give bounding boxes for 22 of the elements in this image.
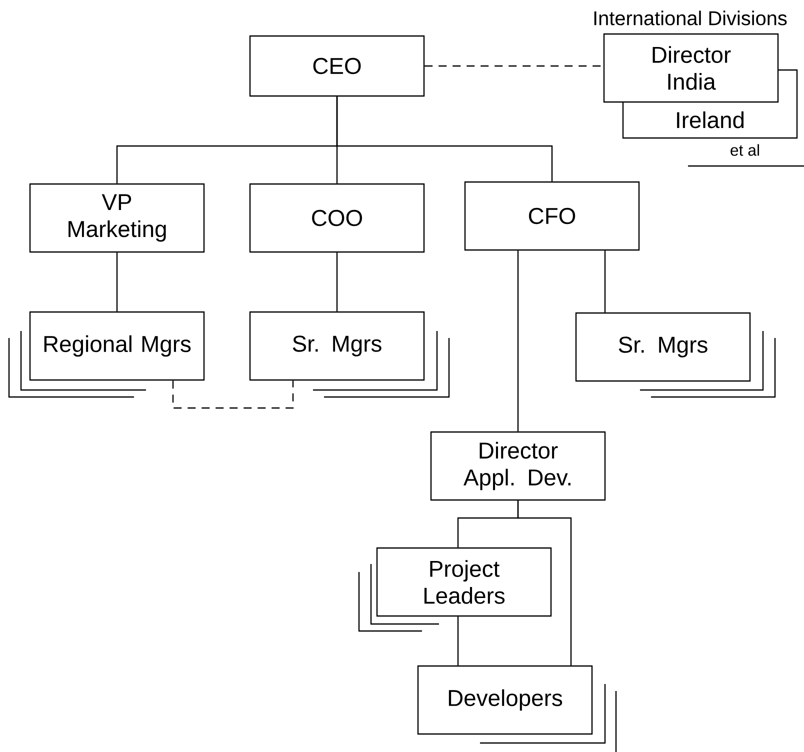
org-box: Project Leaders — [358, 547, 552, 632]
org-box: Director India — [603, 33, 779, 103]
org-box: CEO — [249, 35, 425, 97]
org-box: Director Appl. Dev. — [430, 431, 606, 501]
org-box: Developers — [417, 665, 617, 752]
org-box: Regional Mgrs — [8, 311, 205, 398]
org-box: Sr. Mgrs — [575, 312, 776, 398]
connector-line — [517, 250, 519, 432]
org-box: VP Marketing — [29, 183, 205, 253]
org-box: CFO — [464, 181, 640, 251]
dashed-connector — [172, 380, 294, 409]
label-text: et al — [730, 144, 759, 156]
connector-line — [604, 250, 606, 312]
connector-line — [336, 96, 553, 182]
connector-line — [517, 500, 572, 666]
connector-line — [116, 252, 118, 312]
org-box: COO — [249, 183, 425, 253]
org-box: Sr. Mgrs — [249, 311, 450, 398]
connector-line — [336, 252, 338, 312]
label-text: International Divisions — [594, 10, 787, 26]
dashed-connector — [424, 65, 604, 67]
connector-line — [457, 616, 459, 666]
